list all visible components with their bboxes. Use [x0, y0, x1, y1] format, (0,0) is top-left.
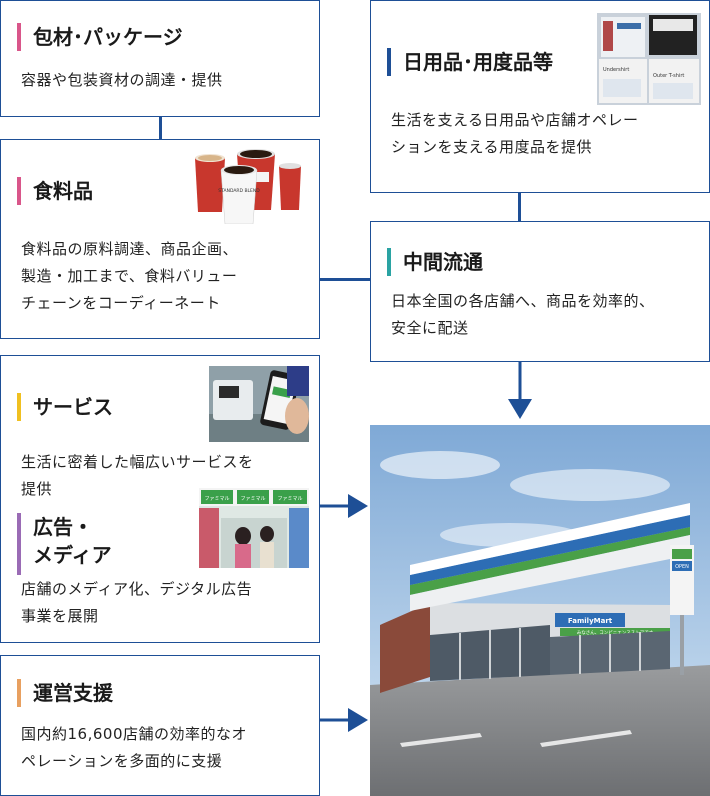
familymart-store-image: FamilyMart みなさん、コンビニエンスストアです OPEN	[370, 425, 710, 796]
service-media-box: サービス 生活に密着した幅広いサービスを 提供 広告・ メディア [data-n…	[0, 355, 320, 643]
operations-desc: 国内約16,600店舗の効率的なオ ペレーションを多面的に支援	[21, 721, 247, 775]
connector-food-distribution	[320, 278, 372, 281]
distribution-desc: 日本全国の各店舗へ、商品を効率的、 安全に配送	[391, 288, 655, 342]
connector-daily-distribution	[518, 192, 521, 222]
packaging-desc: 容器や包装資材の調達・提供	[21, 71, 223, 89]
open-sign: OPEN	[675, 564, 689, 570]
food-desc: 食料品の原料調達、商品企画、 製造・加工まで、食料バリュー チェーンをコーディー…	[21, 236, 238, 317]
card1-label: Undershirt	[603, 67, 629, 73]
store-media-image: ファミマル ファミマル ファミマル	[199, 488, 309, 568]
coffee-cups-image: STANDARD BLEND	[195, 149, 301, 224]
card2-label: Outer T-shirt	[653, 73, 684, 79]
daily-goods-image: Undershirt Outer T-shirt	[597, 13, 701, 105]
operations-desc-line: ペレーションを多面的に支援	[21, 752, 223, 770]
connector-packaging-food	[159, 116, 162, 140]
poster-label: ファミマル	[277, 496, 302, 502]
food-desc-line: 製造・加工まで、食料バリュー	[21, 267, 238, 285]
food-box: 食料品 食料品の原料調達、商品企画、 製造・加工まで、食料バリュー チェーンをコ…	[0, 139, 320, 339]
arrow-operations-to-store	[320, 708, 368, 732]
media-desc-line: 店舗のメディア化、デジタル広告	[21, 580, 253, 598]
food-desc-line: 食料品の原料調達、商品企画、	[21, 240, 239, 258]
media-title-line: 広告・	[33, 515, 93, 539]
daily-goods-title: 日用品･用度品等	[387, 48, 553, 76]
arrow-service-media-to-store	[320, 494, 368, 518]
packaging-box: 包材･パッケージ 容器や包装資材の調達・提供	[0, 0, 320, 117]
cup-label: STANDARD BLEND	[218, 188, 260, 194]
daily-goods-box: 日用品･用度品等 生活を支える日用品や店舗オペレー ションを支える用度品を提供 …	[370, 0, 710, 193]
food-desc-line: チェーンをコーディーネート	[21, 294, 221, 312]
store-sign: FamilyMart	[568, 617, 613, 625]
media-title: 広告・ メディア	[17, 513, 112, 575]
poster-label: ファミマル	[204, 496, 229, 502]
distribution-box: 中間流通 日本全国の各店舗へ、商品を効率的、 安全に配送	[370, 221, 710, 362]
operations-desc-line: 国内約16,600店舗の効率的なオ	[21, 725, 247, 743]
media-desc: 店舗のメディア化、デジタル広告 事業を展開	[21, 576, 252, 630]
payment-terminal-image	[209, 366, 309, 442]
service-desc-line: 生活に密着した幅広いサービスを	[21, 453, 254, 471]
distribution-title: 中間流通	[387, 248, 483, 276]
service-desc-line: 提供	[21, 480, 53, 498]
poster-label: ファミマル	[240, 496, 265, 502]
daily-goods-desc-line: 生活を支える日用品や店舗オペレー	[391, 111, 639, 129]
distribution-desc-line: 安全に配送	[391, 319, 469, 337]
packaging-title: 包材･パッケージ	[17, 23, 183, 51]
media-desc-line: 事業を展開	[21, 607, 99, 625]
daily-goods-desc: 生活を支える日用品や店舗オペレー ションを支える用度品を提供	[391, 107, 639, 161]
daily-goods-desc-line: ションを支える用度品を提供	[391, 138, 593, 156]
service-desc: 生活に密着した幅広いサービスを 提供	[21, 449, 254, 503]
arrow-distribution-to-store	[508, 361, 532, 419]
operations-box: 運営支援 国内約16,600店舗の効率的なオ ペレーションを多面的に支援	[0, 655, 320, 796]
store-sign-jp: みなさん、コンビニエンスストアです	[577, 629, 654, 636]
service-title: サービス	[17, 393, 113, 421]
distribution-desc-line: 日本全国の各店舗へ、商品を効率的、	[391, 292, 655, 310]
operations-title: 運営支援	[17, 679, 113, 707]
food-title: 食料品	[17, 177, 93, 205]
media-title-line: メディア	[33, 543, 112, 567]
